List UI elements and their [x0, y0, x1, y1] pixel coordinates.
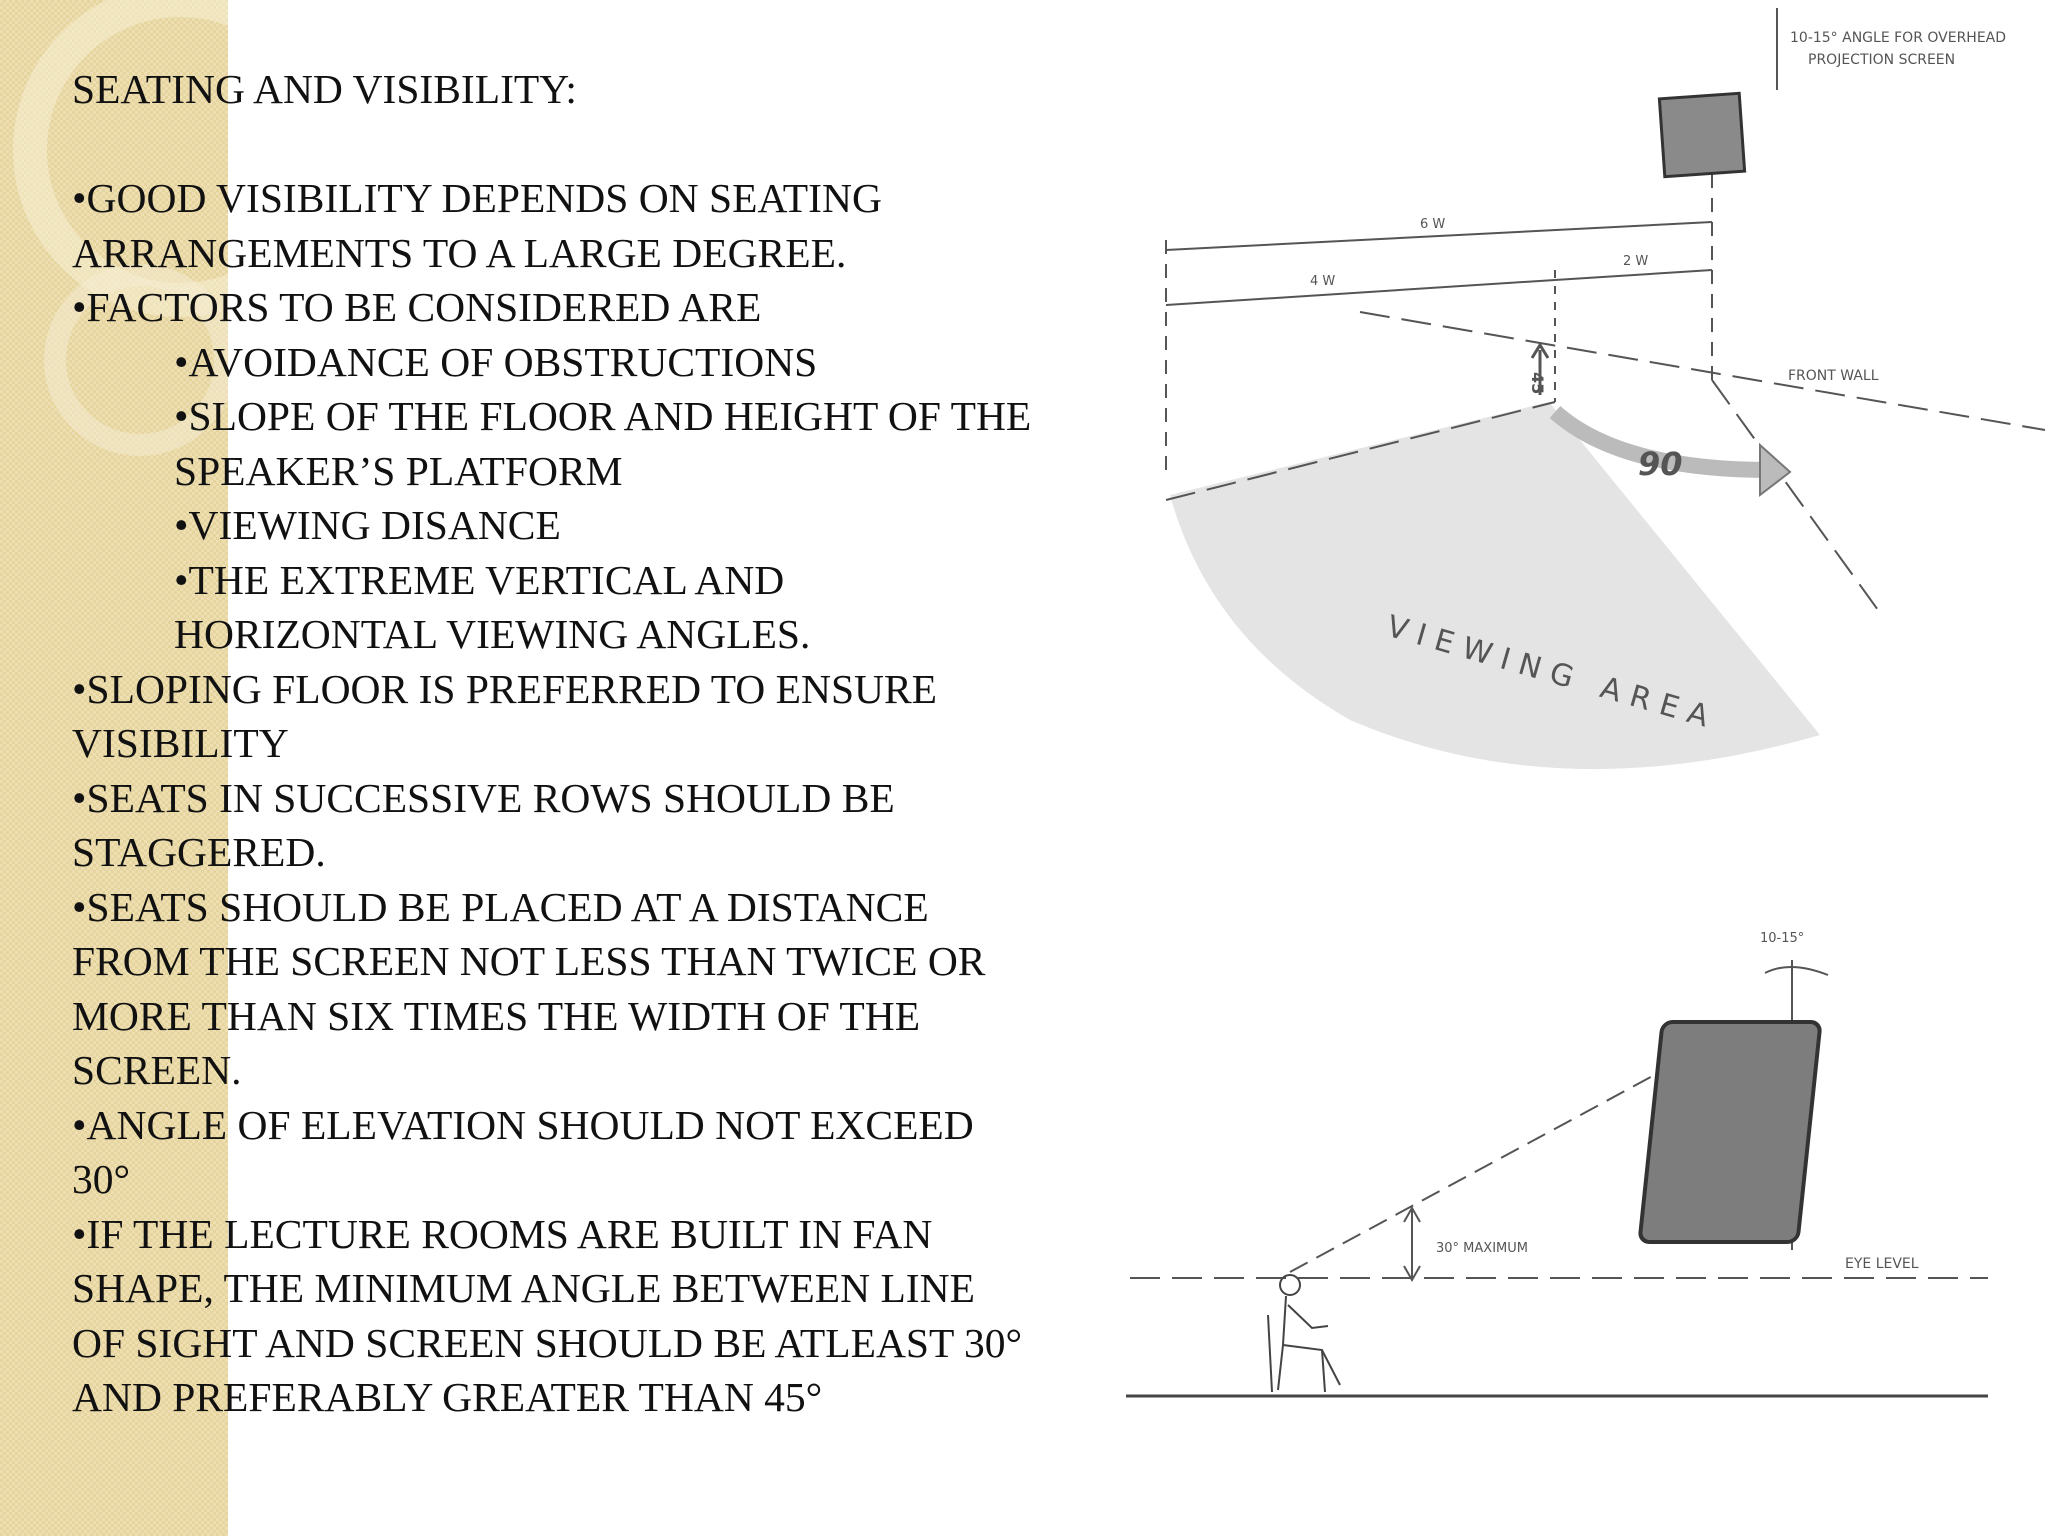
sight-line-30 — [1289, 1071, 1661, 1273]
wall-screen — [1638, 1020, 1822, 1244]
bullet-line: •FACTORS TO BE CONSIDERED ARE — [72, 284, 762, 330]
bullet-item: •GOOD VISIBILITY DEPENDS ON SEATING ARRAN… — [72, 171, 1132, 280]
bullet-line: AND PREFERABLY GREATER THAN 45° — [72, 1374, 823, 1420]
bullet-line: SCREEN. — [72, 1047, 242, 1093]
angle-90-label: 90 — [1638, 445, 1683, 483]
angle-45-label: 45 — [1528, 372, 1547, 394]
bullet-line: SPEAKER’S PLATFORM — [174, 447, 623, 494]
bullet-line: •SEATS SHOULD BE PLACED AT A DISTANCE — [72, 883, 929, 930]
tilt-arc — [1764, 965, 1829, 976]
tilt-range-label: 10-15° — [1760, 931, 1804, 946]
sub-bullet-item: •THE EXTREME VERTICAL AND HORIZONTAL VIEW… — [72, 553, 1132, 662]
plan-diagram — [1165, 8, 2046, 770]
bullet-item: •SLOPING FLOOR IS PREFERRED TO ENSURE VIS… — [72, 662, 1132, 771]
slide-title: SEATING AND VISIBILITY: — [72, 66, 577, 112]
bullet-line: •SEATS IN SUCCESSIVE ROWS SHOULD BE — [72, 774, 895, 821]
front-wall-line — [1359, 311, 2046, 431]
bullet-line: VISIBILITY — [72, 720, 289, 766]
bullet-line: OF SIGHT AND SCREEN SHOULD BE ATLEAST 30… — [72, 1319, 1023, 1366]
section-diagram — [1126, 960, 1988, 1398]
sub-bullet-item: •SLOPE OF THE FLOOR AND HEIGHT OF THE SPE… — [72, 389, 1132, 498]
bullet-line: •SLOPE OF THE FLOOR AND HEIGHT OF THE — [174, 393, 1032, 439]
bullet-line: •THE EXTREME VERTICAL AND — [174, 556, 785, 603]
bullet-line: SHAPE, THE MINIMUM ANGLE BETWEEN LINE — [72, 1265, 975, 1311]
seated-person — [1267, 1274, 1341, 1393]
angle-90-arc — [1549, 405, 1771, 478]
bullet-item: •ANGLE OF ELEVATION SHOULD NOT EXCEED 30° — [72, 1098, 1132, 1207]
dimension-4w — [1165, 279, 1556, 306]
dimension-6w — [1165, 221, 1713, 251]
angle-90-arrowhead — [1759, 442, 1792, 498]
dimension-2w-label: 2 W — [1623, 254, 1648, 269]
slide-content: SEATING AND VISIBILITY: •GOOD VISIBILITY … — [72, 62, 1132, 1425]
sight-line-right — [1711, 379, 1879, 611]
viewing-area-shape — [1170, 402, 1820, 770]
bullet-line: MORE THAN SIX TIMES THE WIDTH OF THE — [72, 992, 921, 1039]
diagrams-panel: 10-15° ANGLE FOR OVERHEAD PROJECTION SCR… — [1126, 8, 2046, 1398]
bullet-item: •SEATS IN SUCCESSIVE ROWS SHOULD BE STAGG… — [72, 771, 1132, 880]
bullet-line: •IF THE LECTURE ROOMS ARE BUILT IN FAN — [72, 1210, 933, 1257]
bullet-line: •SLOPING FLOOR IS PREFERRED TO ENSURE — [72, 665, 938, 712]
bullet-line: •GOOD VISIBILITY DEPENDS ON SEATING — [72, 175, 882, 221]
bullet-line: HORIZONTAL VIEWING ANGLES. — [174, 611, 811, 657]
bullet-line: 30° — [72, 1156, 131, 1202]
dimension-2w — [1554, 269, 1713, 281]
bullet-line: •ANGLE OF ELEVATION SHOULD NOT EXCEED — [72, 1101, 974, 1148]
decorative-side-stripe — [0, 0, 228, 1536]
decorative-ring-large — [13, 0, 228, 317]
sub-bullet-item: •AVOIDANCE OF OBSTRUCTIONS — [72, 335, 1132, 390]
front-wall-label: FRONT WALL — [1788, 368, 1879, 384]
stripe-texture — [0, 0, 228, 1536]
angle-30-arrow — [1403, 1205, 1421, 1283]
dimension-6w-label: 6 W — [1420, 217, 1445, 232]
overhead-screen-note-line2: PROJECTION SCREEN — [1808, 52, 1955, 68]
overhead-screen — [1657, 91, 1747, 179]
bullet-line: STAGGERED. — [72, 829, 326, 875]
bullet-line: ARRANGEMENTS TO A LARGE DEGREE. — [72, 229, 847, 276]
bullet-line: •AVOIDANCE OF OBSTRUCTIONS — [174, 338, 818, 385]
eye-level-label: EYE LEVEL — [1845, 1256, 1919, 1272]
bullet-line: FROM THE SCREEN NOT LESS THAN TWICE OR — [72, 938, 986, 984]
sub-bullet-item: •VIEWING DISANCE — [72, 498, 1132, 553]
bullet-line: •VIEWING DISANCE — [174, 502, 561, 548]
decorative-ring-small — [44, 264, 228, 456]
sight-line-left — [1165, 401, 1556, 501]
angle-45-arrow — [1530, 342, 1550, 395]
bullet-item: •FACTORS TO BE CONSIDERED ARE — [72, 280, 1132, 335]
dimension-4w-label: 4 W — [1310, 274, 1335, 289]
max-angle-label: 30° MAXIMUM — [1436, 1241, 1528, 1256]
title-spacer — [72, 117, 1132, 172]
overhead-screen-note-line1: 10-15° ANGLE FOR OVERHEAD — [1790, 30, 2006, 46]
bullet-item: •SEATS SHOULD BE PLACED AT A DISTANCE FRO… — [72, 880, 1132, 1098]
bullet-item: •IF THE LECTURE ROOMS ARE BUILT IN FAN SH… — [72, 1207, 1132, 1425]
